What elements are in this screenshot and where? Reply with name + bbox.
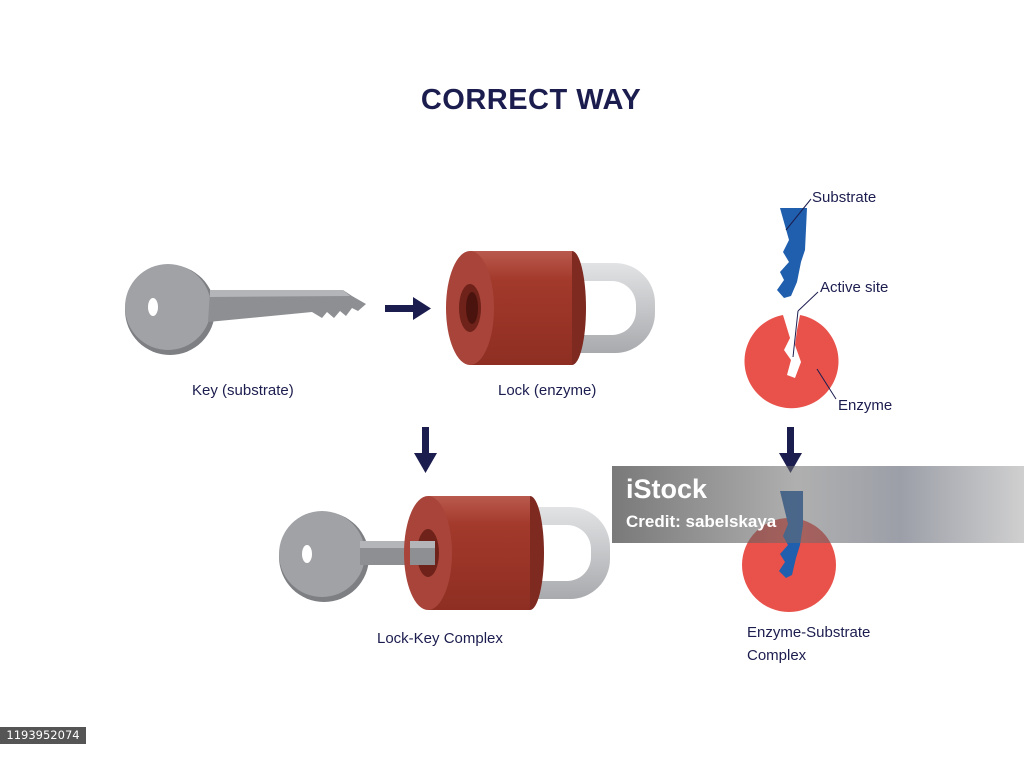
key-icon (125, 264, 366, 355)
arrow-down-icon (779, 427, 802, 473)
substrate-leader-line (785, 198, 812, 231)
key-label: Key (substrate) (192, 382, 294, 399)
substrate-label: Substrate (812, 189, 877, 206)
enzyme-shape-icon (744, 315, 839, 409)
arrow-down-icon (414, 427, 437, 473)
lock-key-complex-icon (279, 496, 610, 610)
enzyme-leader-line (816, 368, 837, 400)
active-site-leader-line (792, 310, 799, 358)
active-site-label: Active site (820, 279, 889, 296)
stock-id-badge: 1193952074 (0, 727, 86, 744)
watermark-banner: iStock Credit: sabelskaya (612, 466, 1024, 543)
enzyme-substrate-label-line1: Enzyme-Substrate (747, 624, 871, 641)
lock-label: Lock (enzyme) (498, 382, 597, 399)
watermark-logo: iStock (626, 474, 708, 504)
arrow-right-icon (385, 297, 431, 320)
lock-key-complex-label: Lock-Key Complex (377, 630, 503, 647)
enzyme-label: Enzyme (838, 397, 893, 414)
substrate-shape-icon (777, 208, 807, 298)
enzyme-substrate-label-line2: Complex (747, 647, 807, 664)
watermark-credit: Credit: sabelskaya (626, 512, 777, 531)
diagram-title: CORRECT WAY (420, 84, 642, 116)
padlock-icon (446, 251, 655, 365)
